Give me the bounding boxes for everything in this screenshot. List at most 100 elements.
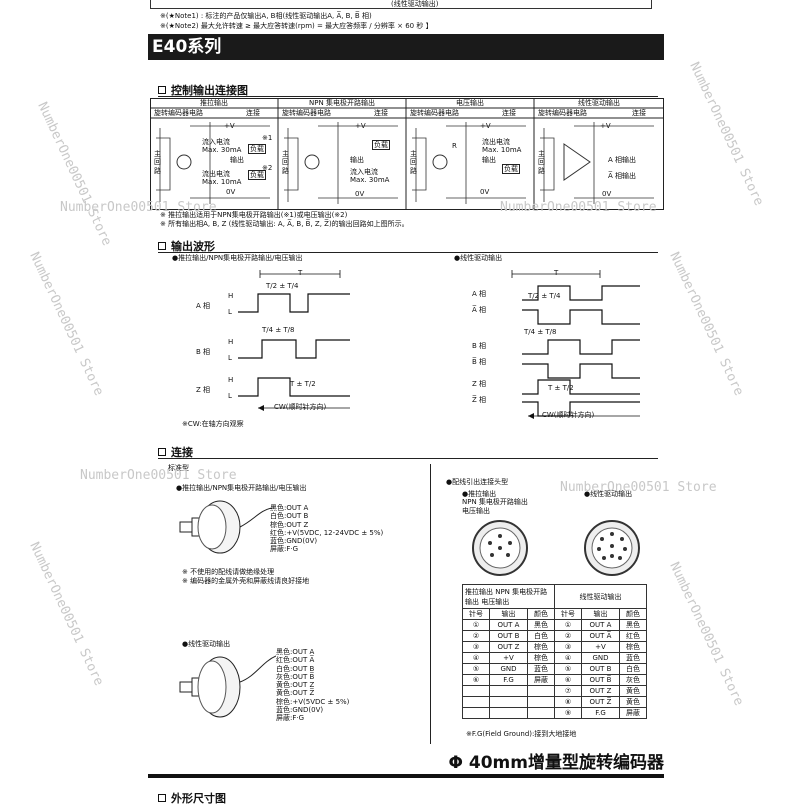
connector-9pin-icon (584, 520, 640, 576)
wave-period-right: T (554, 269, 559, 277)
p1-source: 流出电流 (202, 170, 230, 178)
pin-cell: OUT Z̅ (580, 696, 621, 708)
schematic-wire (540, 137, 555, 191)
watermark: NumberOne00501 Store (26, 540, 107, 689)
pin-table-wrap: 推拉输出 NPN 集电极开路输出 电压输出 线性驱动输出 针号输出颜色针号输出颜… (462, 584, 647, 719)
p4-zero: 0V (602, 190, 612, 198)
panel-4-right: 连接 (632, 109, 646, 117)
transistor-symbol (176, 154, 192, 170)
wave-r-zbar: Z̅ 相 (472, 396, 487, 404)
p1-sink: 流入电流 (202, 138, 230, 146)
pushpull-wire-list: 黑色:OUT A 白色:OUT B 棕色:OUT Z 红色:+V(5VDC, 1… (270, 504, 383, 554)
pin-col-header: 颜色 (527, 608, 555, 620)
panel-1-left: 旋转编码器电路 (154, 109, 203, 117)
p1-sink-max: Max. 30mA (202, 146, 242, 154)
pin-cell: OUT B̅ (580, 674, 621, 686)
pin-cell (462, 707, 490, 719)
panel-4-title: 线性驱动输出 (578, 99, 620, 107)
pin-table-header-left: 推拉输出 NPN 集电极开路输出 电压输出 (462, 584, 555, 609)
pin-col-header: 针号 (462, 608, 490, 620)
encoder-drawing-1 (179, 500, 272, 554)
section-square-icon (158, 794, 166, 802)
pin-cell: 黑色 (527, 619, 555, 631)
p1-source-max: Max. 10mA (202, 178, 242, 186)
pin-cell: ⑥ (554, 674, 582, 686)
section-divider (158, 458, 658, 459)
control-note-2: ※ 所有输出相A, B, Z (线性驱动输出: A, A̅, B, B̅, Z,… (160, 220, 409, 228)
pin-cell: ② (554, 630, 582, 642)
p2-sink: 流入电流 (350, 168, 378, 176)
panel-2-left: 旋转编码器电路 (282, 109, 331, 117)
p3-zero: 0V (480, 188, 490, 196)
pin-cell: ⑨ (554, 707, 582, 719)
pin-cell: F.G (580, 707, 621, 719)
wire-item: 蓝色:GND(0V) (270, 537, 318, 546)
p2-out: 输出 (350, 156, 364, 164)
pin-cell (527, 696, 555, 708)
wave-l-b: L (228, 354, 232, 362)
p2-zero: 0V (355, 190, 365, 198)
wave-frac-a: T/2 ± T/4 (266, 282, 299, 290)
p1-out: 输出 (230, 156, 244, 164)
section-connection-label: 连接 (171, 446, 193, 459)
panel-2-right: 连接 (374, 109, 388, 117)
wave-frac-a-r: T/2 ± T/4 (528, 292, 561, 300)
p1-load-b: 负载 (248, 170, 266, 181)
wave-row-b: B 相 (196, 348, 211, 356)
pushpull-notes: ※ 不使用的配线请做绝缘处理 ※ 编码器的金属外壳和屏蔽线请良好接地 (182, 568, 309, 586)
watermark: NumberOne00501 Store (686, 60, 767, 209)
pin-cell: ④ (462, 652, 490, 664)
connector-caption: ●配线引出连接头型 (446, 478, 509, 486)
wave-cw-left: CW(顺时针方向) (274, 403, 327, 411)
watermark: NumberOne00501 Store (666, 250, 747, 399)
pin-cell: 黑色 (619, 619, 647, 631)
pin-cell: OUT B (580, 663, 621, 675)
panel-3-left: 旋转编码器电路 (410, 109, 459, 117)
waveform-right-caption: ●线性驱动输出 (454, 254, 503, 262)
p2-sink-max: Max. 30mA (350, 176, 390, 184)
wave-cw-note: ※CW:在轴方向观察 (182, 420, 244, 428)
conn-left-caption-2: NPN 集电极开路输出 (462, 498, 528, 507)
pin-cell: ⑥ (462, 674, 490, 686)
panel-3-right: 连接 (502, 109, 516, 117)
pin-cell: 屏蔽 (527, 674, 555, 686)
p4-a-out: A 相输出 (608, 156, 637, 164)
p1-vplus: +V (224, 122, 235, 130)
pushpull-note-2: ※ 编码器的金属外壳和屏蔽线请良好接地 (182, 577, 310, 585)
section-control-title: 控制输出连接图 (158, 82, 248, 98)
wire-item: 棕色:+V(5VDC ± 5%) (276, 697, 350, 706)
series-title: E40系列 (148, 34, 664, 60)
pin-cell: 灰色 (619, 674, 647, 686)
panel-1-title: 推拉输出 (200, 99, 228, 107)
pin-cell (462, 696, 490, 708)
pin-col-header: 针号 (554, 608, 582, 620)
pin-cell (527, 685, 555, 697)
panel-2-title: NPN 集电极开路输出 (309, 99, 375, 107)
pin-cell: 黄色 (619, 696, 647, 708)
wire-item: 屏蔽:F·G (276, 714, 305, 723)
product-title: Φ 40mm增量型旋转编码器 (448, 753, 664, 773)
p3-out: 输出 (482, 156, 496, 164)
p3-vplus: +V (480, 122, 491, 130)
pin-cell: OUT A (488, 619, 529, 631)
watermark: NumberOne00501 Store (666, 560, 747, 709)
panel-4-left: 旋转编码器电路 (538, 109, 587, 117)
wire-item: 白色:OUT B (270, 512, 309, 521)
pin-cell: 红色 (619, 630, 647, 642)
conn-linedrive-caption: ●线性驱动输出 (182, 640, 231, 648)
watermark: NumberOne00501 Store (34, 100, 115, 249)
section-next-label: 外形尺寸图 (171, 792, 226, 805)
pin-cell: ⑤ (554, 663, 582, 675)
conn-right-caption: ●线性驱动输出 (584, 490, 633, 498)
wire-item: 灰色:OUT B̅ (276, 672, 315, 681)
pin-cell: 白色 (527, 630, 555, 642)
section-square-icon (158, 242, 166, 250)
wave-frac-z: T ± T/2 (290, 380, 316, 388)
pin-cell: 棕色 (527, 641, 555, 653)
pin-cell: 棕色 (527, 652, 555, 664)
pin-cell: ① (462, 619, 490, 631)
